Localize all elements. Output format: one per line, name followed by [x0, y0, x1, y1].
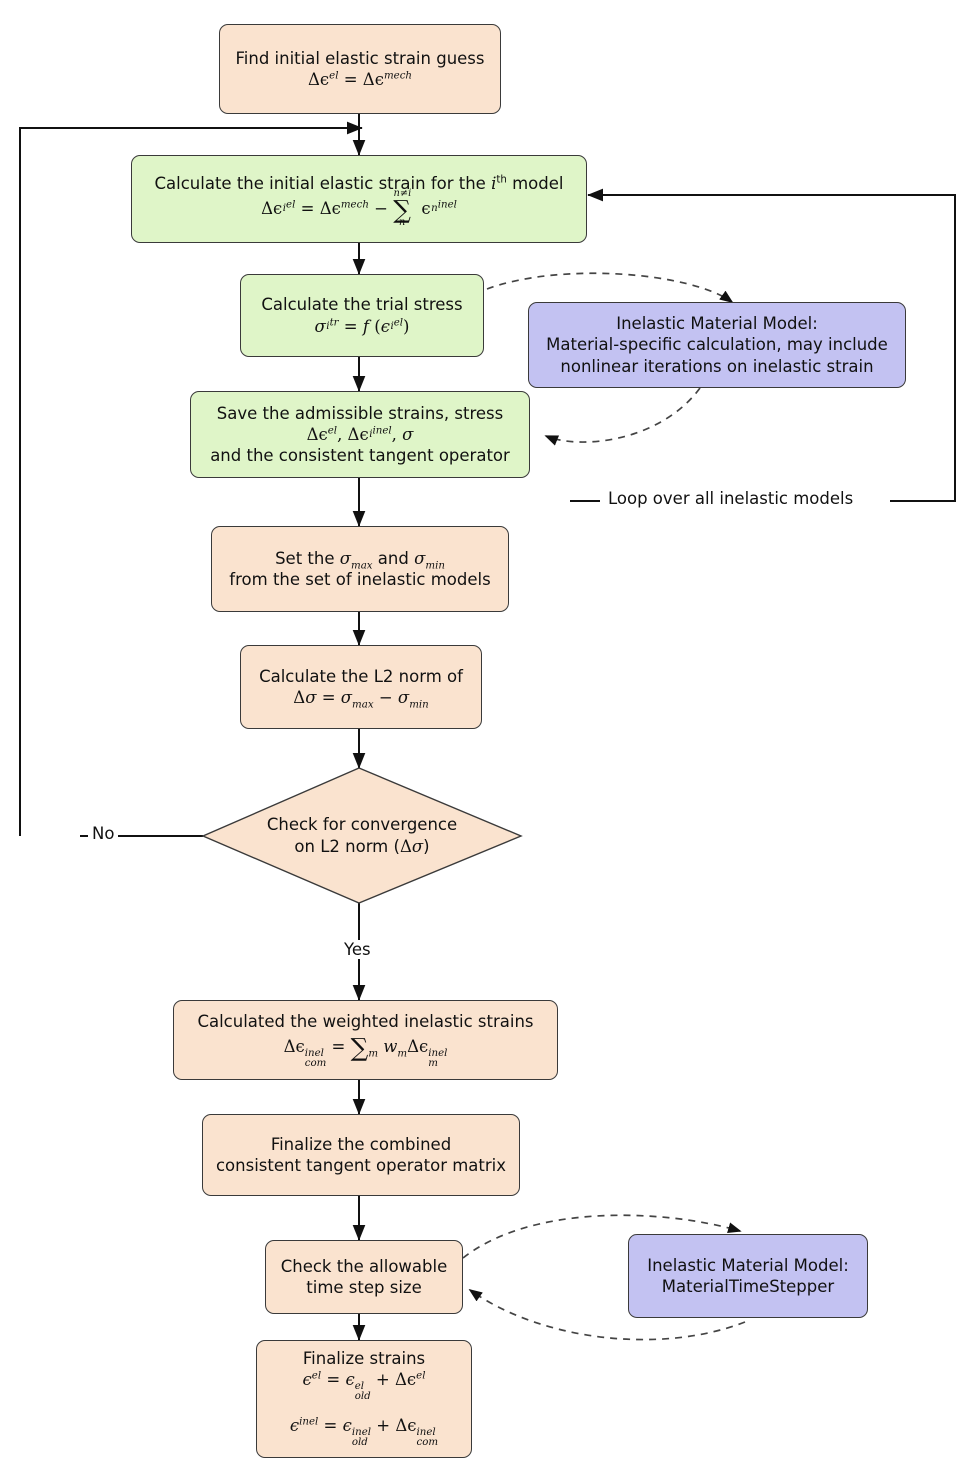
node-line-text: Save the admissible strains, stress: [216, 403, 504, 423]
node-line-text: consistent tangent operator matrix: [215, 1156, 507, 1175]
node-line-text: on L2 norm (Δσ): [294, 836, 430, 856]
node-line-text: Finalize the combined: [270, 1134, 452, 1154]
node-line-text: Set the σmax and σmin: [275, 548, 445, 572]
edge-label-loop-over-models: Loop over all inelastic models: [604, 489, 858, 508]
node-line-text: and the consistent tangent operator: [210, 446, 510, 466]
edge-dashed-model-to-save: [544, 387, 701, 446]
node-calculate-initial-elastic-strain[interactable]: Calculate the initial elastic strain for…: [131, 155, 587, 243]
node-line-text: Calculated the weighted inelastic strain…: [197, 1011, 534, 1031]
decision-text: Check for convergence on L2 norm (Δσ): [203, 768, 521, 903]
node-line-text: Find initial elastic strain guess: [235, 48, 485, 68]
node-check-time-step-size[interactable]: Check the allowable time step size: [265, 1240, 463, 1314]
node-set-sigma-max-min[interactable]: Set the σmax and σmin from the set of in…: [211, 526, 509, 612]
node-formula: Δϵel = Δϵmech: [307, 70, 413, 89]
node-line-text: Check for convergence: [266, 815, 458, 835]
node-inelastic-material-model-timestepper[interactable]: Inelastic Material Model: MaterialTimeSt…: [628, 1234, 868, 1318]
node-line-text: MaterialTimeStepper: [661, 1277, 835, 1296]
node-line-text: Inelastic Material Model:: [647, 1255, 849, 1275]
node-convergence-check[interactable]: Check for convergence on L2 norm (Δσ): [203, 768, 521, 903]
node-inelastic-material-model-main[interactable]: Inelastic Material Model: Material-speci…: [528, 302, 906, 388]
node-line-text: Calculate the trial stress: [261, 295, 463, 315]
node-calculate-l2-norm[interactable]: Calculate the L2 norm of Δσ = σmax − σmi…: [240, 645, 482, 729]
edge-label-no: No: [88, 824, 119, 843]
node-line-text: Calculate the initial elastic strain for…: [154, 173, 564, 193]
node-line-text: Finalize strains: [302, 1349, 426, 1368]
node-line-text: Check the allowable: [280, 1256, 448, 1276]
node-finalize-tangent-operator[interactable]: Finalize the combined consistent tangent…: [202, 1114, 520, 1196]
node-line-text: time step size: [306, 1278, 422, 1297]
node-find-initial-elastic-strain-guess[interactable]: Find initial elastic strain guess Δϵel =…: [219, 24, 501, 114]
node-line-text: Calculate the L2 norm of: [259, 666, 463, 686]
node-line-text: Material-specific calculation, may inclu…: [546, 335, 888, 355]
edge-label-yes: Yes: [340, 940, 375, 959]
node-line-text: nonlinear iterations on inelastic strain: [560, 356, 874, 376]
node-formula: Δσ = σmax − σmin: [293, 688, 429, 711]
node-weighted-inelastic-strains[interactable]: Calculated the weighted inelastic strain…: [173, 1000, 558, 1080]
node-line-text: from the set of inelastic models: [229, 570, 491, 589]
edge-dashed-trial-to-model: [486, 272, 734, 303]
node-save-admissible-strains[interactable]: Save the admissible strains, stress Δϵel…: [190, 391, 530, 478]
node-line-text: Inelastic Material Model:: [616, 314, 818, 334]
